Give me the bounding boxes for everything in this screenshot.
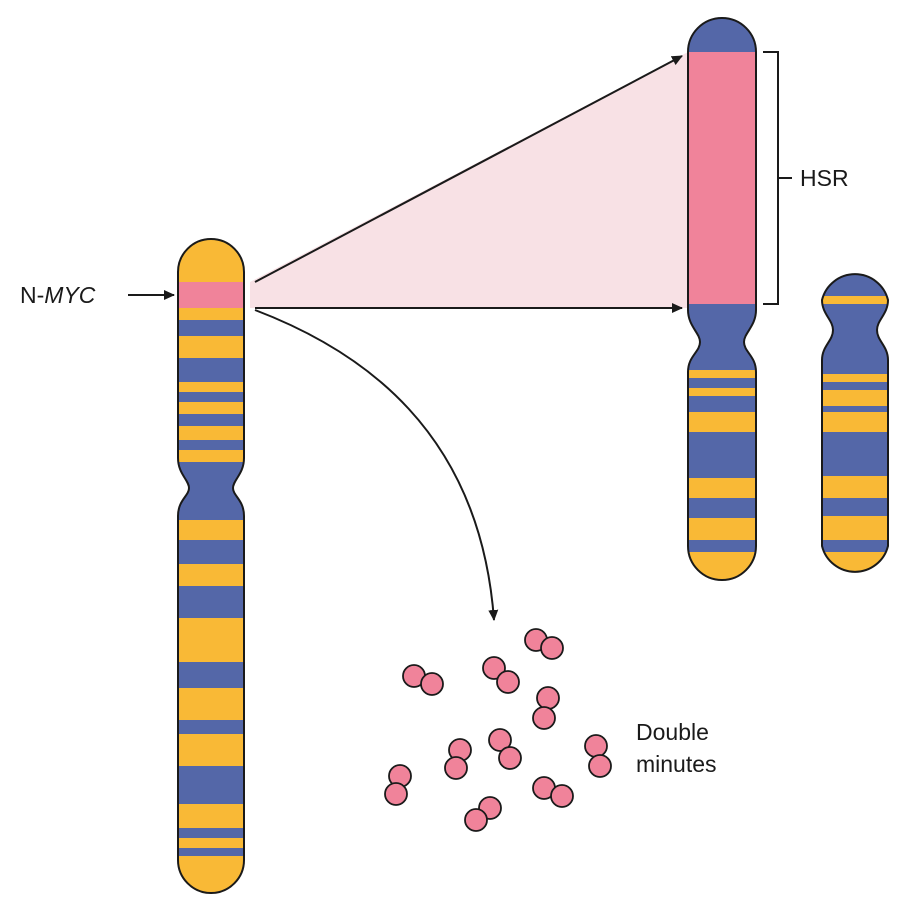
double-minute bbox=[584, 734, 612, 778]
double-minute bbox=[482, 656, 520, 694]
hsr-chromosome bbox=[687, 17, 757, 581]
n-myc-label: N-MYC bbox=[20, 282, 96, 308]
double-minute bbox=[524, 628, 564, 660]
double-minute bbox=[488, 728, 522, 770]
double-minute bbox=[402, 664, 444, 696]
double-minute bbox=[464, 796, 502, 832]
original-chromosome bbox=[177, 238, 245, 894]
amplification-wedge bbox=[250, 52, 688, 308]
n-myc-gene-name: MYC bbox=[44, 282, 96, 308]
n-myc-prefix: N- bbox=[20, 282, 44, 308]
double-minutes-label-line1: Double bbox=[636, 719, 709, 745]
hsr-label: HSR bbox=[800, 165, 849, 191]
n-myc-region bbox=[178, 282, 244, 308]
arrow-to-hsr-top bbox=[254, 55, 683, 283]
normal-homolog-chromosome bbox=[820, 273, 890, 573]
hsr-region bbox=[688, 52, 756, 304]
hsr-bracket bbox=[763, 51, 792, 305]
double-minute bbox=[532, 776, 574, 808]
double-minute bbox=[532, 686, 560, 730]
arrow-to-double-minutes bbox=[254, 309, 499, 621]
double-minute bbox=[444, 738, 472, 780]
double-minutes-label-line2: minutes bbox=[636, 751, 717, 777]
double-minute bbox=[384, 764, 412, 806]
double-minutes bbox=[384, 628, 612, 832]
